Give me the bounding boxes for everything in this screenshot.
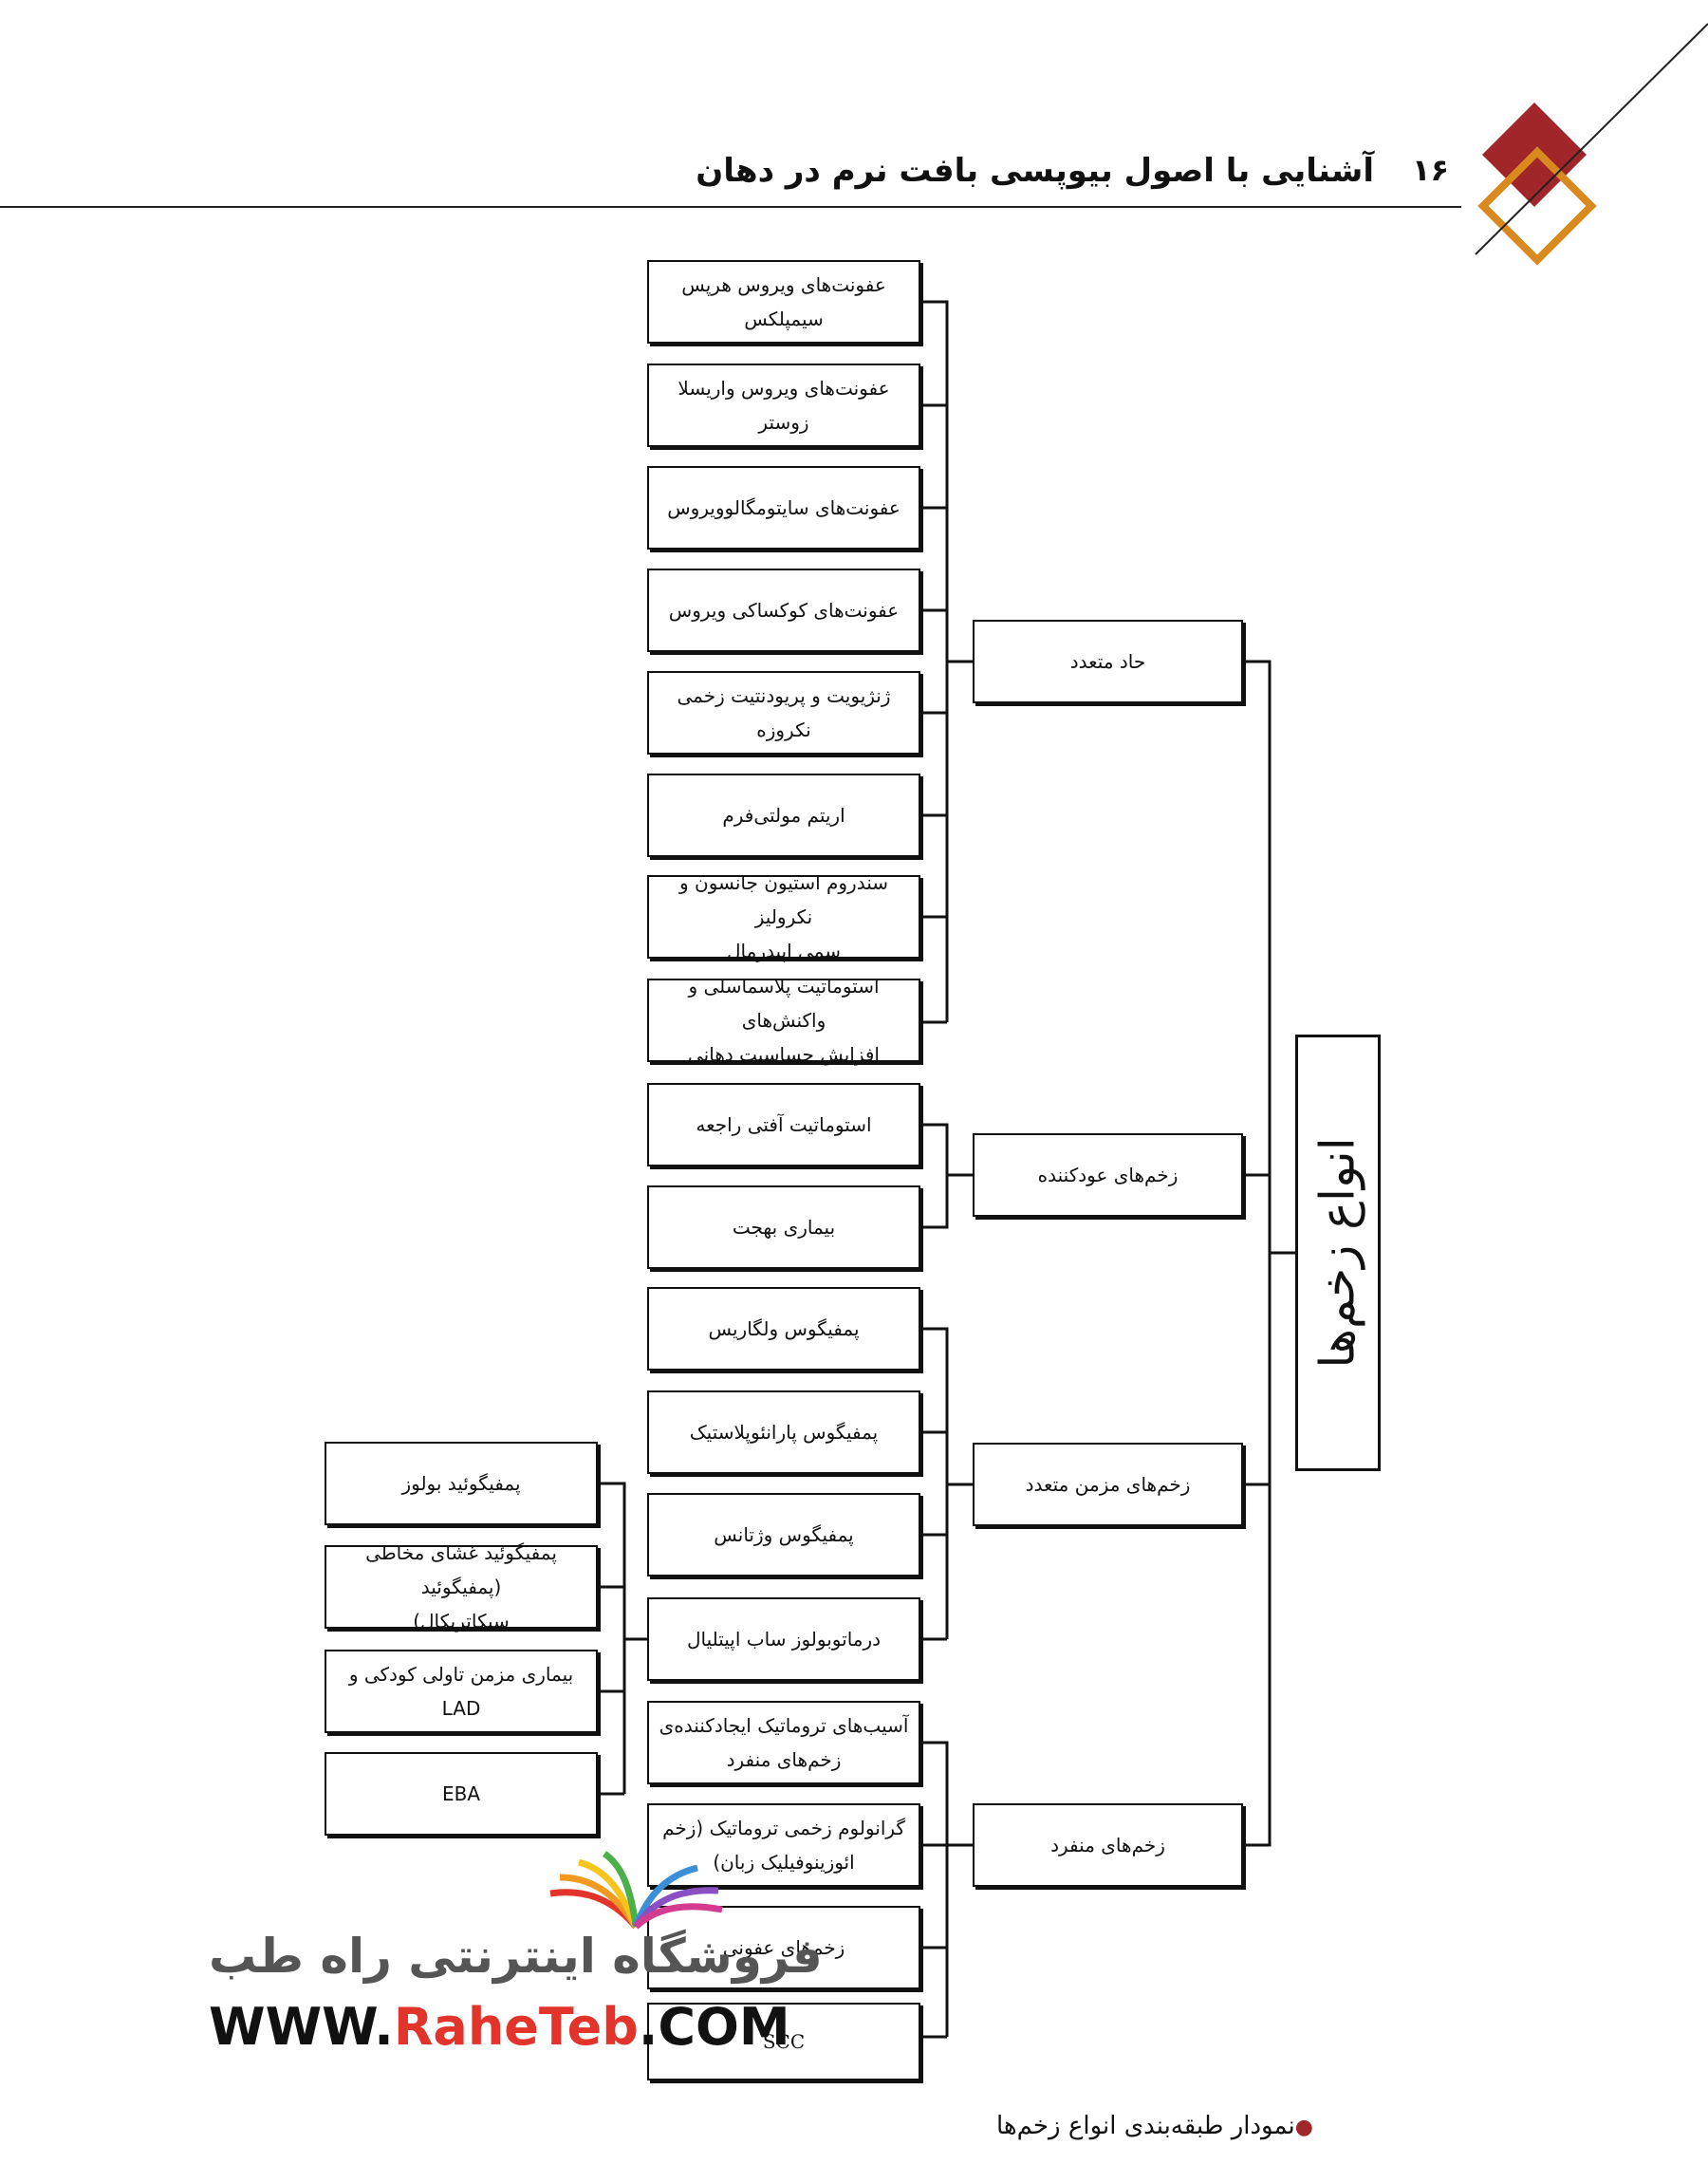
category-box-chronic-multiple: زخم‌های مزمن متعدد: [973, 1443, 1243, 1526]
item-box: آسیب‌های تروماتیک ایجادکننده‌ی زخم‌های من…: [647, 1701, 920, 1784]
item-box: پمفیگوس پارانئوپلاستیک: [647, 1390, 920, 1474]
orange-diamond-outline: [1477, 146, 1597, 266]
item-box: ژنژیویت و پریودنتیت زخمی نکروزه: [647, 671, 920, 755]
book-logo-icon: [549, 1851, 723, 1930]
item-box: SCC: [647, 2003, 920, 2080]
url-suffix: .COM: [638, 1997, 790, 2057]
category-label: حاد متعدد: [1069, 650, 1146, 673]
subitem-line: EBA: [441, 1782, 481, 1805]
header-decoration: [1475, 23, 1708, 266]
watermark-url: WWW.RaheTeb.COM: [209, 1997, 790, 2057]
item-line: بیماری بهجت: [732, 1216, 836, 1239]
item-line: گرانولوم زخمی تروماتیک (زخم: [662, 1817, 905, 1839]
diagonal-line: [1475, 23, 1708, 255]
book-title: آشنایی با اصول بیوپسی بافت نرم در دهان: [696, 152, 1374, 190]
item-line: درماتوبولوز ساب اپیتلیال: [686, 1628, 882, 1651]
category-label: زخم‌های عودکننده: [1037, 1164, 1179, 1186]
category-box-acute-multiple: حاد متعدد: [973, 620, 1243, 703]
item-line: پمفیگوس ولگاریس: [708, 1317, 860, 1340]
item-line: استوماتیت پلاسماسلی و واکنش‌های: [688, 975, 880, 1032]
item-line: ائوزینوفیلیک زبان): [713, 1851, 855, 1874]
subitem-line: پمفیگوئید غشای مخاطی (پمفیگوئید: [365, 1541, 557, 1598]
item-box: زخم‌های عفونی: [647, 1906, 920, 1989]
item-box: پمفیگوس ولگاریس: [647, 1287, 920, 1371]
item-box: عفونت‌های ویروس هرپس سیمپلکس: [647, 260, 920, 344]
item-box: پمفیگوس وژتانس: [647, 1493, 920, 1576]
item-box: سندروم استیون جانسون و نکرولیز سمی اپیدرم…: [647, 871, 920, 962]
subitem-line: LAD: [441, 1697, 481, 1720]
subitem-box: EBA: [325, 1752, 598, 1836]
header-rule: [0, 206, 1461, 208]
caption-text: نمودار طبقه‌بندی انواع زخم‌ها: [996, 2112, 1295, 2140]
item-line: زخم‌های عفونی: [722, 1936, 845, 1959]
item-box: عفونت‌های کوکساکی ویروس: [647, 569, 920, 652]
item-line: عفونت‌های ویروس هرپس: [681, 273, 886, 296]
item-line: اریتم مولتی‌فرم: [722, 804, 845, 827]
subitem-box: پمفیگوئید غشای مخاطی (پمفیگوئید سیکاتریکا…: [325, 1541, 598, 1632]
item-box: استوماتیت پلاسماسلی و واکنش‌های افزایش حس…: [647, 975, 920, 1066]
subitem-box: بیماری مزمن تاولی کودکی و LAD: [325, 1650, 598, 1733]
url-prefix: WWW.: [209, 1997, 394, 2057]
item-box: درماتوبولوز ساب اپیتلیال: [647, 1597, 920, 1681]
category-box-recurrent: زخم‌های عودکننده: [973, 1133, 1243, 1217]
page-number: ۱۶: [1412, 152, 1450, 188]
subitem-line: بیماری مزمن تاولی کودکی و: [348, 1663, 574, 1686]
figure-caption: ●نمودار طبقه‌بندی انواع زخم‌ها: [996, 2112, 1313, 2140]
item-line: زخم‌های منفرد: [726, 1748, 842, 1771]
subitem-box: پمفیگوئید بولوز: [325, 1442, 598, 1525]
item-line: سندروم استیون جانسون و نکرولیز: [678, 871, 888, 928]
item-line: عفونت‌های کوکساکی ویروس: [668, 599, 900, 622]
item-box: بیماری بهجت: [647, 1185, 920, 1269]
item-line: عفونت‌های سایتومگالوویروس: [667, 496, 900, 519]
url-brand: RaheTeb: [393, 1997, 639, 2057]
subitem-line: پمفیگوئید بولوز: [401, 1472, 521, 1495]
item-line: SCC: [762, 2030, 806, 2053]
subitem-line: سیکاتریکال): [413, 1610, 510, 1632]
item-box: عفونت‌های سایتومگالوویروس: [647, 466, 920, 550]
root-node: انواع زخم‌ها: [1295, 1035, 1381, 1471]
item-line: سیمپلکس: [744, 308, 824, 330]
item-line: آسیب‌های تروماتیک ایجادکننده‌ی: [659, 1714, 909, 1737]
watermark-store-name: فروشگاه اینترنتی راه طب: [209, 1929, 823, 1984]
item-line: پمفیگوس پارانئوپلاستیک: [689, 1421, 879, 1444]
item-line: پمفیگوس وژتانس: [714, 1523, 854, 1546]
item-box: استوماتیت آفتی راجعه: [647, 1083, 920, 1166]
item-line: سمی اپیدرمال: [727, 940, 841, 962]
bullet-icon: ●: [1294, 2116, 1313, 2139]
item-line: عفونت‌های ویروس واریسلا زوستر: [678, 377, 890, 434]
item-box: اریتم مولتی‌فرم: [647, 774, 920, 857]
item-line: استوماتیت آفتی راجعه: [696, 1113, 872, 1136]
root-label: انواع زخم‌ها: [1310, 1137, 1366, 1369]
item-line: افزایش حساسیت دهانی: [687, 1043, 880, 1066]
item-box: عفونت‌های ویروس واریسلا زوستر: [647, 364, 920, 447]
category-box-single: زخم‌های منفرد: [973, 1803, 1243, 1887]
category-label: زخم‌های مزمن متعدد: [1025, 1473, 1191, 1496]
category-label: زخم‌های منفرد: [1050, 1834, 1165, 1856]
item-line: ژنژیویت و پریودنتیت زخمی نکروزه: [677, 684, 891, 741]
item-box: گرانولوم زخمی تروماتیک (زخم ائوزینوفیلیک …: [647, 1803, 920, 1887]
